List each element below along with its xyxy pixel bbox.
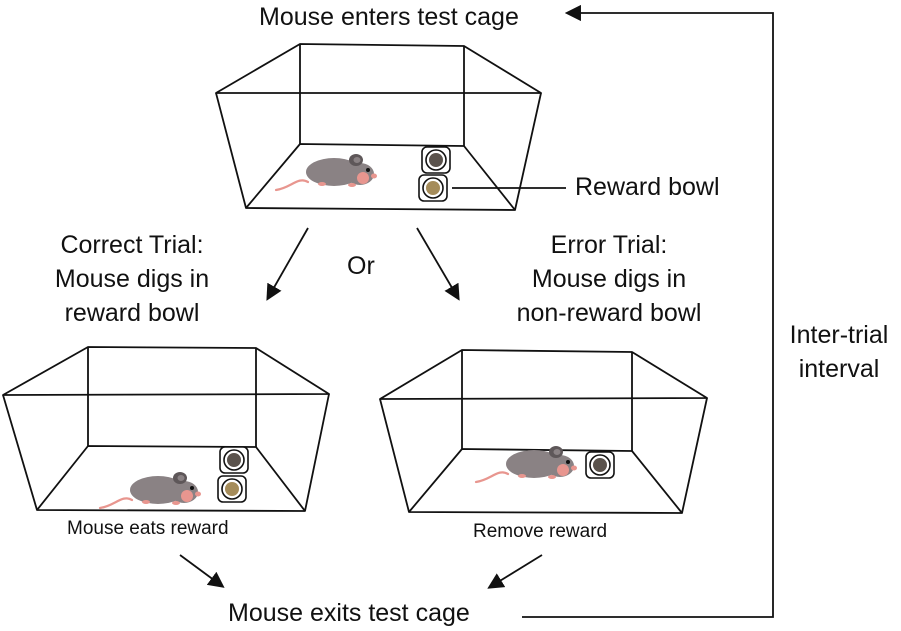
left-cage bbox=[2, 346, 330, 512]
arrow-loop-back bbox=[522, 4, 774, 618]
error-trial-line: Error Trial: bbox=[550, 231, 668, 259]
arrow-left-to-exit bbox=[179, 554, 225, 588]
inter-trial-label: Inter-trial interval bbox=[778, 318, 900, 386]
top-cage bbox=[215, 43, 542, 211]
bottom-label: Mouse exits test cage bbox=[228, 599, 470, 627]
arrow-error bbox=[416, 227, 460, 301]
right-caption: Remove reward bbox=[473, 521, 608, 542]
reward-bowl-label: Reward bowl bbox=[575, 173, 720, 201]
top-label: Mouse enters test cage bbox=[259, 3, 519, 31]
or-label: Or bbox=[347, 252, 375, 280]
arrow-correct bbox=[266, 227, 309, 301]
correct-trial-line: reward bowl bbox=[64, 299, 200, 327]
mouse-icon bbox=[98, 470, 203, 510]
bowl-icon bbox=[219, 446, 249, 474]
correct-trial-line: Correct Trial: bbox=[60, 231, 204, 259]
inter-trial-line: interval bbox=[798, 355, 880, 383]
inter-trial-line: Inter-trial bbox=[789, 321, 889, 349]
bowl-icon bbox=[421, 146, 451, 174]
error-trial-line: Mouse digs in bbox=[531, 265, 687, 293]
correct-trial-label: Correct Trial: Mouse digs in reward bowl bbox=[32, 228, 232, 330]
arrow-right-to-exit bbox=[487, 554, 543, 589]
reward-bowl-icon bbox=[418, 174, 448, 202]
mouse-icon bbox=[474, 444, 579, 484]
mouse-icon bbox=[274, 152, 379, 192]
bowl-icon bbox=[585, 451, 615, 479]
error-trial-label: Error Trial: Mouse digs in non-reward bo… bbox=[496, 228, 722, 330]
error-trial-line: non-reward bowl bbox=[516, 299, 702, 327]
left-caption: Mouse eats reward bbox=[67, 518, 229, 539]
reward-bowl-icon bbox=[217, 475, 247, 503]
correct-trial-line: Mouse digs in bbox=[54, 265, 210, 293]
right-cage bbox=[379, 349, 708, 514]
